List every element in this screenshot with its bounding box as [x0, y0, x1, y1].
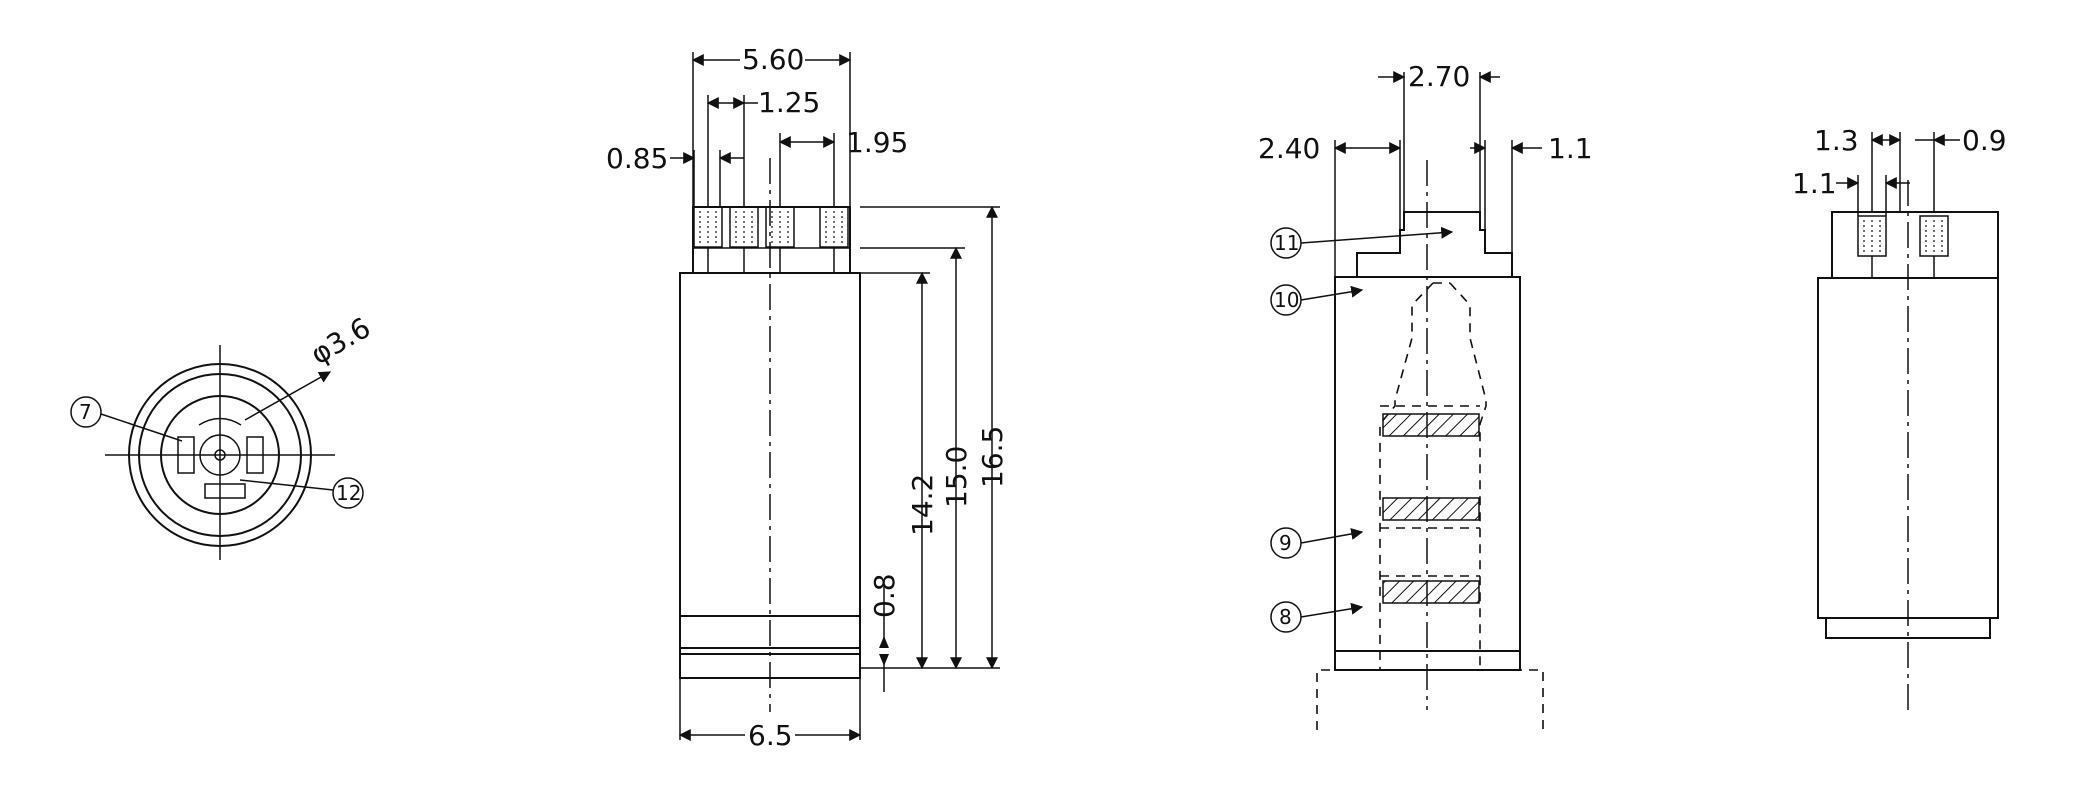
dimension-side-bottom-ring: 0.8 — [868, 573, 901, 618]
dimension-rear-left-2: 1.1 — [1792, 167, 1837, 200]
side-view: 5.60 1.25 1.95 0.85 6.5 14.2 15.0 16.5 — [606, 43, 1009, 752]
dimension-rear-left-1: 1.3 — [1814, 124, 1859, 157]
callout-10: 10 — [1274, 288, 1299, 312]
dimension-side-body-width: 6.5 — [748, 719, 793, 752]
jack-rear-view-icon — [1817, 180, 1999, 710]
jack-section-view-icon — [1316, 160, 1544, 730]
callout-7: 7 — [79, 400, 92, 424]
rear-view: 1.3 0.9 1.1 — [1792, 124, 2007, 710]
dimension-side-total-width: 5.60 — [742, 43, 804, 76]
dimension-side-height-1: 14.2 — [906, 474, 939, 536]
callout-9: 9 — [1279, 531, 1292, 555]
dimension-section-top-width: 2.70 — [1408, 60, 1470, 93]
dimension-section-right: 1.1 — [1548, 132, 1593, 165]
dimension-side-height-2: 15.0 — [940, 446, 973, 508]
dimension-side-slot-1: 1.25 — [758, 86, 820, 119]
dimension-side-slot-2: 1.95 — [846, 126, 908, 159]
callout-12: 12 — [336, 481, 361, 505]
callout-11: 11 — [1274, 231, 1299, 255]
dimension-rear-right: 0.9 — [1962, 124, 2007, 157]
jack-front-view-icon — [105, 345, 335, 560]
jack-side-view-icon — [679, 158, 861, 712]
dimension-side-height-3: 16.5 — [976, 426, 1009, 488]
callout-8: 8 — [1279, 605, 1292, 629]
dimension-front-diameter: φ3.6 — [305, 311, 376, 371]
dimension-section-left: 2.40 — [1258, 132, 1320, 165]
section-view: 2.70 2.40 1.1 11 10 9 8 — [1258, 60, 1593, 730]
dimension-side-left-offset: 0.85 — [606, 142, 668, 175]
front-view: φ3.6 7 12 — [70, 311, 376, 560]
